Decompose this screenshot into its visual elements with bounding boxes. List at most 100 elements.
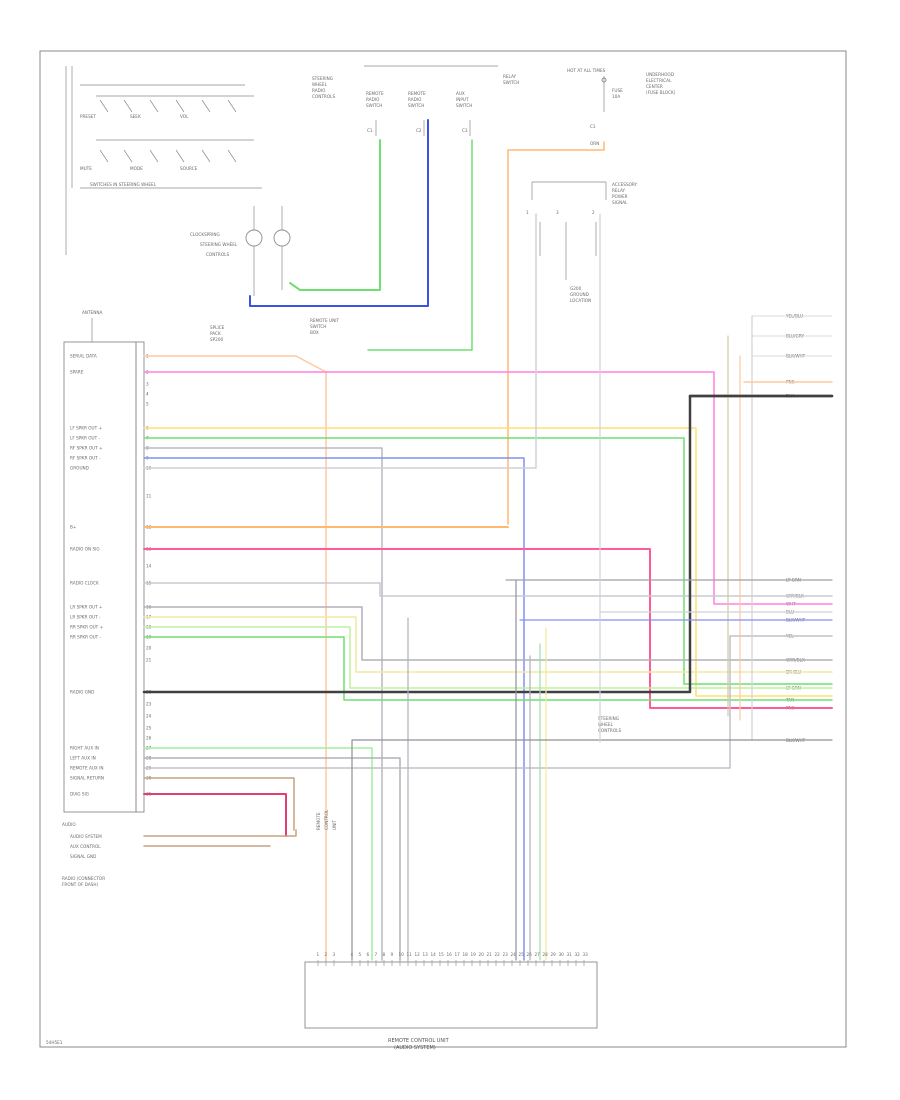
wire-down-6	[351, 739, 833, 961]
left-pin-label: RADIO ON SIG	[70, 547, 100, 552]
svg-text:SP200: SP200	[210, 337, 224, 342]
svg-text:C1: C1	[367, 128, 373, 133]
left-pin-label: RADIO GND	[70, 690, 94, 695]
wire-blue-2	[143, 457, 525, 961]
svg-text:SWITCH: SWITCH	[503, 80, 519, 85]
svg-text:POWER: POWER	[612, 194, 628, 199]
left-pin-label: LEFT AUX IN	[70, 756, 96, 761]
bottom-pin-number: 7	[375, 952, 378, 957]
svg-text:1: 1	[526, 210, 529, 215]
left-pin-number: 11	[146, 494, 152, 499]
bottom-pin-number: 29	[551, 952, 557, 957]
svg-text:(FUSE BLOCK): (FUSE BLOCK)	[646, 90, 676, 95]
antenna-label: ANTENNA	[82, 310, 102, 315]
svg-text:PACK: PACK	[210, 331, 221, 336]
svg-text:UNIT: UNIT	[332, 820, 337, 830]
steering-switch-block: PRESET SEEK VOL MUTE MODE SOURCE SWITCHE…	[65, 66, 262, 255]
bottom-pin-number: 24	[511, 952, 517, 957]
bottom-pin-number: 11	[407, 952, 413, 957]
bottom-pin-number: 9	[391, 952, 394, 957]
svg-text:LOCATION: LOCATION	[570, 298, 591, 303]
bottom-pin-number: 26	[527, 952, 533, 957]
svg-text:ACCESSORY: ACCESSORY	[612, 182, 638, 187]
svg-text:STEERING: STEERING	[312, 76, 333, 81]
left-pin-label: LR SPKR OUT +	[70, 605, 103, 610]
svg-text:REMOTE: REMOTE	[366, 91, 384, 96]
svg-text:SEEK: SEEK	[130, 114, 141, 119]
wire-brown-2	[143, 829, 297, 837]
svg-text:RADIO: RADIO	[366, 97, 380, 102]
wires	[142, 119, 834, 961]
wire-pink-1	[143, 371, 833, 605]
svg-text:ORN: ORN	[590, 141, 599, 146]
left-pin-label: RIGHT AUX IN	[70, 746, 99, 751]
remote-switch-group: STEERING WHEEL RADIO CONTROLS REMOTE RAD…	[312, 65, 519, 136]
bottom-pin-number: 30	[559, 952, 565, 957]
left-pin-number: 21	[146, 658, 152, 663]
svg-text:BOX: BOX	[310, 330, 319, 335]
left-pin-label: REMOTE AUX IN	[70, 766, 104, 771]
wire-green-1	[289, 139, 381, 291]
wire-green-4	[143, 636, 833, 701]
svg-text:CONTROLS: CONTROLS	[312, 94, 335, 99]
fuse-block: HOT AT ALL TIMES FUSE 10A UNDERHOOD ELEC…	[567, 68, 676, 146]
wire-green-2	[367, 139, 473, 351]
clockspring: CLOCKSPRING STEERING WHEEL CONTROLS	[190, 206, 291, 296]
wire-green-3	[143, 437, 833, 685]
bottom-pin-number: 10	[399, 952, 405, 957]
bottom-module: REMOTE CONTROL UNIT (AUDIO SYSTEM)	[304, 961, 598, 1051]
bottom-pin-number: 19	[471, 952, 477, 957]
relay-block: ACCESSORY RELAY POWER SIGNAL 1 3 2 G200 …	[526, 181, 638, 303]
svg-text:SWITCH: SWITCH	[408, 103, 424, 108]
wire-red-1	[143, 793, 287, 837]
svg-text:SPLICE: SPLICE	[210, 325, 225, 330]
wire-blue-1	[249, 119, 429, 307]
wire-down-9	[599, 213, 833, 613]
svg-text:G200: G200	[570, 286, 582, 291]
left-pin-label: DIAG SIG	[70, 792, 89, 797]
svg-text:2: 2	[592, 210, 595, 215]
svg-text:WHEEL: WHEEL	[598, 722, 614, 727]
svg-text:RELAY: RELAY	[503, 74, 517, 79]
svg-text:SIGNAL: SIGNAL	[612, 200, 628, 205]
svg-text:ELECTRICAL: ELECTRICAL	[646, 78, 672, 83]
left-pin-label: SPARE	[70, 370, 84, 375]
svg-text:CONTROLS: CONTROLS	[206, 252, 229, 257]
svg-text:10A: 10A	[612, 94, 620, 99]
svg-text:C1: C1	[590, 124, 596, 129]
left-pin-label: RADIO CLOCK	[70, 581, 99, 586]
svg-text:SOURCE: SOURCE	[180, 166, 198, 171]
bottom-pin-number: 15	[439, 952, 445, 957]
left-lower-pin-label: AUDIO SYSTEM	[70, 834, 102, 839]
bottom-pin-number: 33	[583, 952, 589, 957]
svg-text:HOT AT ALL TIMES: HOT AT ALL TIMES	[567, 68, 606, 73]
left-pin-label: GROUND	[70, 466, 89, 471]
wire-black-1	[142, 394, 834, 694]
svg-text:FRONT OF DASH): FRONT OF DASH)	[62, 882, 98, 887]
wire-gray-6	[143, 635, 833, 769]
left-pin-label: SERIAL DATA	[70, 354, 97, 359]
wire-gray-5	[143, 757, 401, 961]
svg-text:SWITCHES IN STEERING WHEEL: SWITCHES IN STEERING WHEEL	[90, 182, 157, 187]
bottom-module-subtitle: (AUDIO SYSTEM)	[394, 1045, 436, 1051]
bottom-pin-number: 27	[535, 952, 541, 957]
bottom-pin-number: 6	[367, 952, 370, 957]
left-pin-number: 23	[146, 702, 152, 707]
svg-text:AUX: AUX	[456, 91, 465, 96]
svg-text:REMOTE: REMOTE	[408, 91, 426, 96]
wire-gray-2	[143, 213, 537, 469]
bottom-pin-number: 32	[575, 952, 581, 957]
svg-text:RADIO: RADIO	[408, 97, 422, 102]
svg-text:PRESET: PRESET	[80, 114, 96, 119]
diagram-frame	[39, 50, 847, 1048]
svg-text:REMOTE: REMOTE	[316, 812, 321, 830]
left-pin-number: 14	[146, 564, 152, 569]
svg-text:VOL: VOL	[180, 114, 189, 119]
left-lower-pin-label: AUX CONTROL	[70, 844, 101, 849]
svg-text:MUTE: MUTE	[80, 166, 92, 171]
